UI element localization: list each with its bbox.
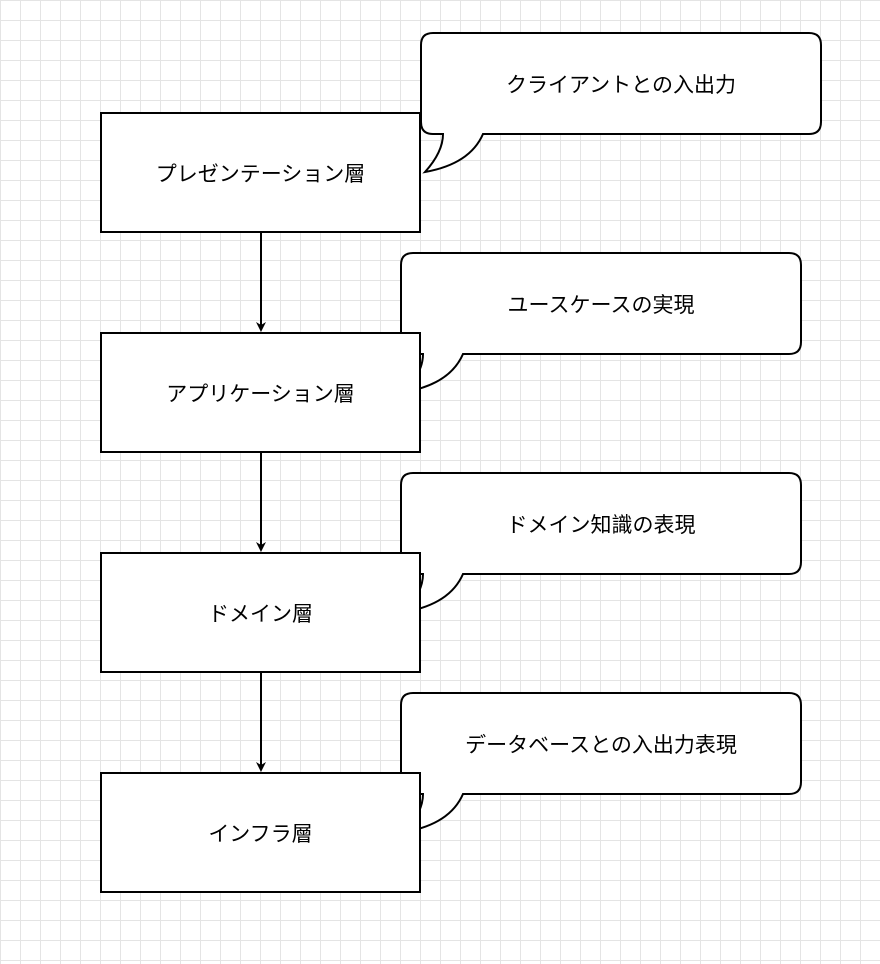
layer-label-domain: ドメイン層 — [208, 601, 313, 626]
callout-bubble-domain — [400, 472, 802, 614]
callout-bubble-application — [400, 252, 802, 394]
layer-label-infrastructure: インフラ層 — [208, 821, 313, 846]
layer-label-presentation: プレゼンテーション層 — [155, 161, 366, 186]
layer-box-domain[interactable]: ドメイン層 — [100, 552, 421, 673]
layer-box-application[interactable]: アプリケーション層 — [100, 332, 421, 453]
callout-bubble-infrastructure — [400, 692, 802, 834]
layer-label-application: アプリケーション層 — [166, 381, 355, 406]
callout-bubble-presentation — [420, 32, 822, 174]
layer-box-presentation[interactable]: プレゼンテーション層 — [100, 112, 421, 233]
layer-box-infrastructure[interactable]: インフラ層 — [100, 772, 421, 893]
